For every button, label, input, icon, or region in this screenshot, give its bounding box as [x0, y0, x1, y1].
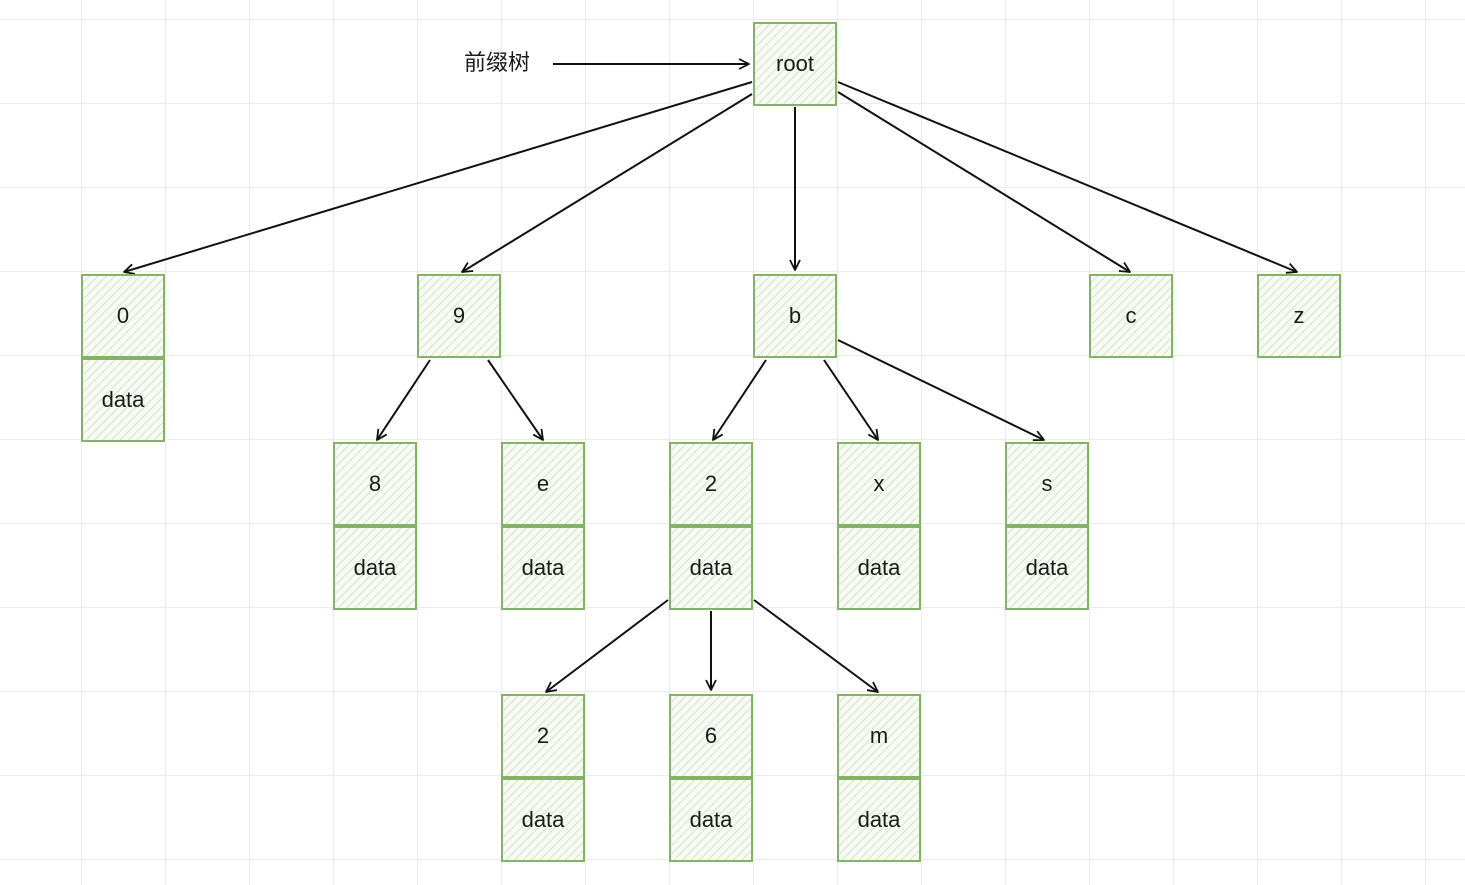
node-data: data [669, 778, 753, 862]
node-key: m [837, 694, 921, 778]
edge-root-0 [123, 81, 753, 275]
edge-b-x [823, 359, 879, 441]
edge-9-8 [376, 359, 431, 441]
node-key: 2 [669, 442, 753, 526]
edge-9-e [487, 359, 544, 441]
edge-2-2 [545, 599, 669, 693]
root-node: root [753, 22, 837, 106]
edge-b-s [837, 339, 1045, 442]
node-key: b [753, 274, 837, 358]
node-key: 2 [501, 694, 585, 778]
node-key: s [1005, 442, 1089, 526]
node-data: data [837, 526, 921, 610]
node-key: 0 [81, 274, 165, 358]
node-key: c [1089, 274, 1173, 358]
trie-caption: 前缀树 [464, 51, 531, 76]
node-data: data [501, 526, 585, 610]
edge-b-2 [712, 359, 767, 441]
edge-root-c [837, 91, 1131, 273]
node-data: data [81, 358, 165, 442]
edge-2-m [753, 599, 879, 693]
node-key: x [837, 442, 921, 526]
edge-root-z [837, 81, 1298, 274]
node-data: data [669, 526, 753, 610]
node-key: e [501, 442, 585, 526]
node-key: 6 [669, 694, 753, 778]
node-data: data [333, 526, 417, 610]
node-key: 9 [417, 274, 501, 358]
node-key: z [1257, 274, 1341, 358]
node-data: data [501, 778, 585, 862]
node-key: 8 [333, 442, 417, 526]
node-data: data [837, 778, 921, 862]
edge-root-9 [461, 93, 753, 273]
node-data: data [1005, 526, 1089, 610]
